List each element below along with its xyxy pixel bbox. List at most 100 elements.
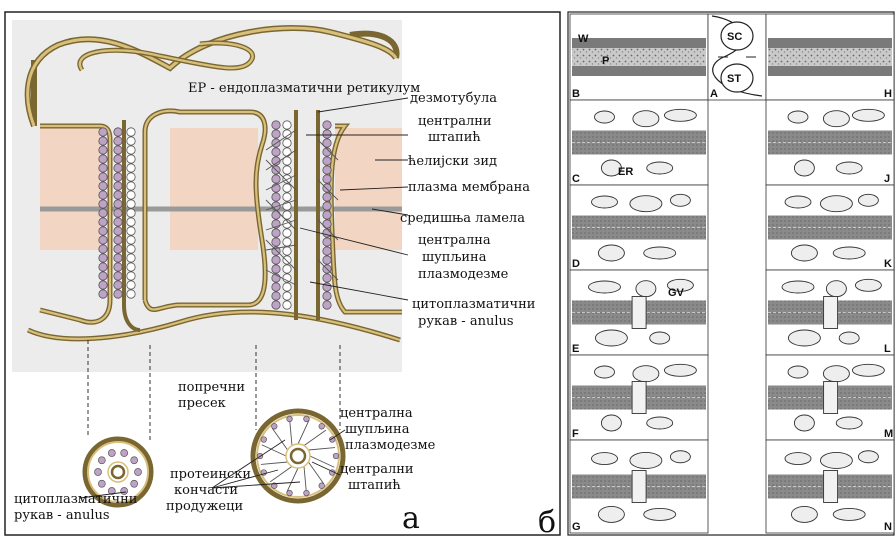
er-vesicle xyxy=(820,196,852,212)
sleeve-bead xyxy=(99,191,107,199)
sleeve-bead xyxy=(127,137,135,145)
sleeve-bead xyxy=(272,130,280,138)
cs-bead xyxy=(272,423,278,429)
sleeve-bead xyxy=(127,227,135,235)
cs-bead xyxy=(304,490,310,496)
plasmodesma-channel xyxy=(632,382,646,414)
cs-bead xyxy=(287,416,293,422)
sleeve-bead xyxy=(99,155,107,163)
cs-bead xyxy=(287,490,293,496)
sleeve-bead xyxy=(127,182,135,190)
sleeve-bead xyxy=(272,283,280,291)
label-SC: SC xyxy=(727,31,742,43)
er-vesicle xyxy=(595,330,627,346)
er-vesicle xyxy=(670,194,690,206)
cross-section-large xyxy=(253,411,343,501)
label-cytoplasmic-sleeve-1: цитоплазматични xyxy=(412,297,535,312)
er-vesicle xyxy=(650,332,670,344)
sleeve-bead xyxy=(114,155,122,163)
sleeve-bead xyxy=(323,157,331,165)
plasmodesma-channel xyxy=(824,297,838,329)
sleeve-bead xyxy=(323,220,331,228)
er-vesicle xyxy=(833,508,865,520)
sleeve-bead xyxy=(323,301,331,309)
sleeve-bead xyxy=(323,256,331,264)
sleeve-bead xyxy=(323,175,331,183)
row-label: M xyxy=(884,428,893,440)
er-vesicle xyxy=(664,364,696,376)
er-vesicle xyxy=(852,109,884,121)
cs-bead xyxy=(131,480,138,487)
sleeve-bead xyxy=(283,265,291,273)
sleeve-bead xyxy=(127,263,135,271)
sleeve-bead xyxy=(127,236,135,244)
label-central-cavity-3: плазмодезме xyxy=(418,267,509,282)
er-vesicle xyxy=(794,415,814,431)
sleeve-bead xyxy=(99,218,107,226)
sleeve-bead xyxy=(272,193,280,201)
sleeve-bead xyxy=(114,200,122,208)
er-vesicle xyxy=(664,109,696,121)
er-vesicle xyxy=(785,196,811,208)
sleeve-bead xyxy=(127,155,135,163)
sleeve-bead xyxy=(323,247,331,255)
row-label: N xyxy=(884,521,892,533)
row-label: F xyxy=(572,428,579,440)
label-cross-section-2: пресек xyxy=(178,396,226,411)
sleeve-bead xyxy=(283,139,291,147)
label-ST: ST xyxy=(727,73,741,85)
label-central-rods-1: централни xyxy=(418,114,492,129)
er-vesicle xyxy=(633,111,659,127)
label-cs-sleeve-2: рукав - anulus xyxy=(14,508,110,523)
er-vesicle xyxy=(598,245,624,261)
sleeve-bead xyxy=(127,254,135,262)
label-cell-wall: ћелијски зид xyxy=(408,154,497,169)
sleeve-bead xyxy=(323,184,331,192)
er-vesicle xyxy=(647,417,673,429)
sleeve-bead xyxy=(272,256,280,264)
label-central-cavity-1: централна xyxy=(418,233,491,248)
sleeve-bead xyxy=(283,148,291,156)
sleeve-bead xyxy=(323,274,331,282)
panel-b: б W P SC ST B A H CJDKELFMGN ER xyxy=(538,12,894,538)
panel-a-letter: а xyxy=(402,501,420,536)
sleeve-bead xyxy=(99,164,107,172)
er-vesicle xyxy=(670,451,690,463)
label-protein-threads-1: протеински xyxy=(170,467,251,482)
sleeve-bead xyxy=(114,128,122,136)
cs-bead xyxy=(333,453,339,459)
row-label: L xyxy=(884,343,891,355)
sleeve-bead xyxy=(272,301,280,309)
row-label: C xyxy=(572,173,580,185)
sleeve-bead xyxy=(127,245,135,253)
label-protein-threads-3: продужеци xyxy=(166,499,243,514)
sleeve-bead xyxy=(272,121,280,129)
label-protein-threads-2: кончасти xyxy=(174,483,238,498)
er-title: ЕР - ендоплазматични ретикулум xyxy=(188,81,420,96)
sleeve-bead xyxy=(99,146,107,154)
sleeve-bead xyxy=(127,272,135,280)
sleeve-bead xyxy=(272,292,280,300)
sleeve-bead xyxy=(114,164,122,172)
cs-bead xyxy=(98,480,105,487)
er-vesicle xyxy=(595,366,615,378)
sleeve-bead xyxy=(283,184,291,192)
sleeve-bead xyxy=(114,254,122,262)
sleeve-bead xyxy=(283,121,291,129)
sleeve-bead xyxy=(127,281,135,289)
sleeve-bead xyxy=(283,247,291,255)
label-central-cavity-2: шупљина xyxy=(422,250,487,265)
panel-a: ЕР - ендоплазматични ретикулум дезмотубу… xyxy=(5,12,560,536)
cs-bead xyxy=(135,469,142,476)
cs-bead xyxy=(121,449,128,456)
sleeve-bead xyxy=(99,254,107,262)
sleeve-bead xyxy=(99,137,107,145)
sleeve-bead xyxy=(283,193,291,201)
er-vesicle xyxy=(788,366,808,378)
sleeve-bead xyxy=(323,193,331,201)
er-vesicle xyxy=(823,111,849,127)
sleeve-bead xyxy=(127,146,135,154)
sleeve-bead xyxy=(127,218,135,226)
cs-bead xyxy=(108,449,115,456)
